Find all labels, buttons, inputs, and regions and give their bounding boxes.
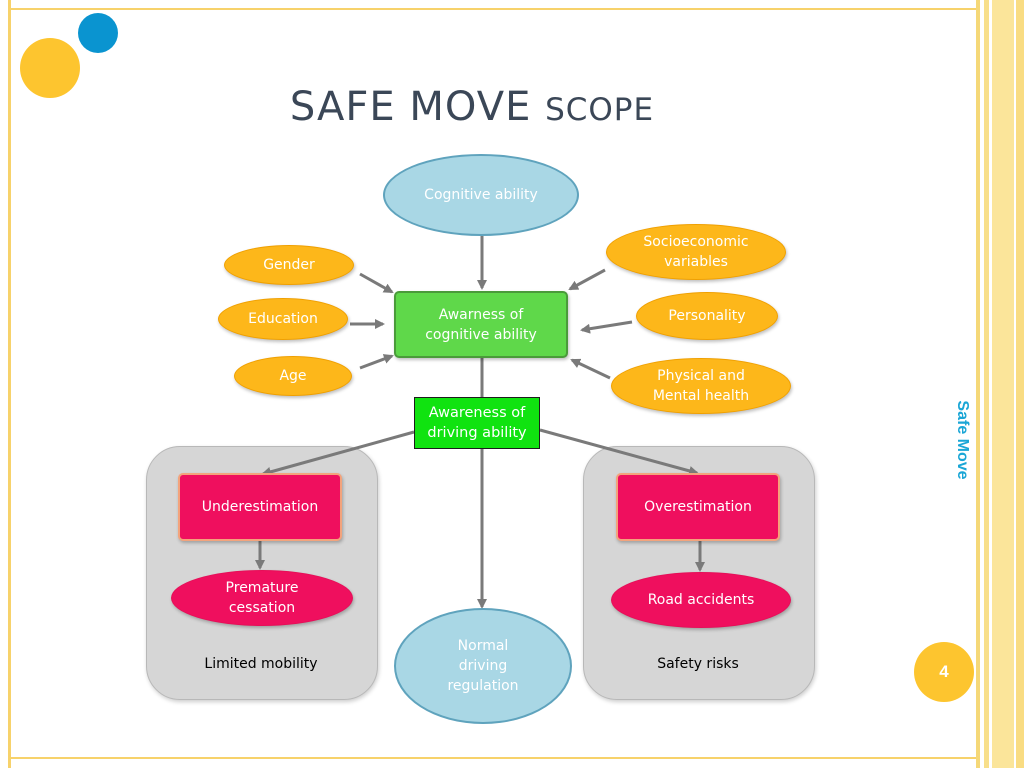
limited-mobility-label: Limited mobility (204, 656, 318, 672)
underestimation-node: Underestimation (178, 473, 342, 541)
arrow-gender (359, 272, 394, 294)
arrow-physical (570, 358, 611, 380)
frame-top-line (8, 8, 978, 10)
personality-node: Personality (636, 292, 778, 340)
awareness-driving-node: Awareness of driving ability (414, 397, 540, 449)
arrow-personality (580, 320, 633, 334)
premature-cessation-node: Premature cessation (171, 570, 353, 626)
title-small: SCOPE (545, 92, 655, 128)
arrow-driving-to-underestimation (261, 430, 415, 477)
socioeconomic-node: Socioeconomic variables (606, 224, 786, 280)
awareness-cognitive-node: Awarness of cognitive ability (394, 291, 568, 358)
page-number: 4 (914, 642, 974, 702)
right-stripe (984, 0, 989, 768)
overestimation-node: Overestimation (616, 473, 780, 541)
slide-title: SAFE MOVE SCOPE (0, 84, 944, 130)
right-stripe (1016, 0, 1024, 768)
decorative-yellow-circle (20, 38, 80, 98)
title-main: SAFE MOVE (289, 84, 532, 130)
gender-node: Gender (224, 245, 354, 285)
frame-left-line (8, 0, 11, 768)
normal-driving-node: Normal driving regulation (394, 608, 572, 724)
right-stripe (992, 0, 1014, 768)
arrow-age (359, 354, 394, 370)
safety-risks-label: Safety risks (657, 656, 739, 672)
arrow-socioeconomic (568, 268, 606, 291)
cognitive-ability-node: Cognitive ability (383, 154, 579, 236)
physical-mental-node: Physical and Mental health (611, 358, 791, 414)
arrow-driving-to-overestimation (539, 428, 699, 476)
frame-bottom-line (8, 757, 978, 759)
age-node: Age (234, 356, 352, 396)
road-accidents-node: Road accidents (611, 572, 791, 628)
right-stripe (976, 0, 980, 768)
education-node: Education (218, 298, 348, 340)
decorative-blue-circle (78, 13, 118, 53)
